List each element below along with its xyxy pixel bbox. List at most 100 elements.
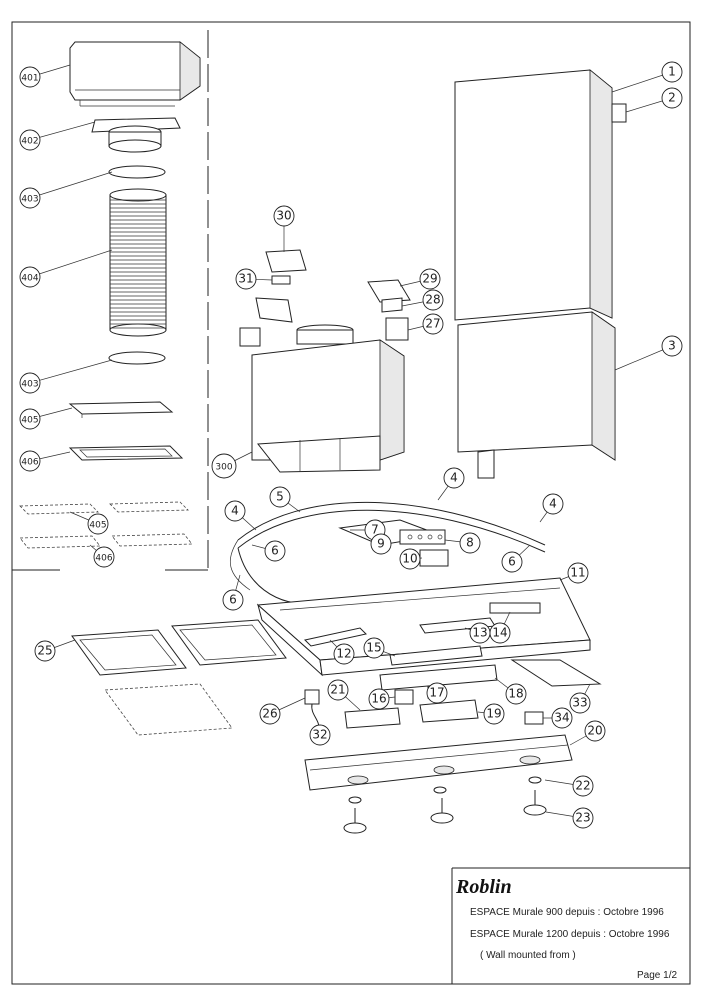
callout-label: 404: [21, 274, 38, 284]
callout-c17: 17: [426, 682, 448, 704]
part-300-motor-box: [251, 324, 405, 473]
part-left-bracket: [255, 297, 293, 323]
callout-label: 32: [312, 728, 327, 742]
part-405-filter: [68, 401, 174, 415]
callout-c15: 15: [363, 637, 396, 659]
callout-label: 21: [330, 683, 345, 697]
callout-c14: 14: [489, 611, 511, 644]
callout-c406: 406: [19, 450, 71, 472]
part-21-channel: [344, 707, 401, 729]
title-block: Roblin ESPACE Murale 900 depuis : Octobr…: [451, 867, 690, 984]
page-number: Page 1/2: [637, 970, 677, 981]
part-5-glass-canopy: [230, 501, 546, 604]
part-3-lower-chimney: [457, 311, 616, 479]
callout-label: 29: [422, 272, 437, 286]
part-25-grease-filters: [71, 619, 287, 736]
part-switch-small: [239, 327, 261, 347]
callout-label: 27: [425, 317, 440, 331]
callout-label: 4: [450, 471, 458, 485]
callout-c18: 18: [494, 677, 527, 705]
callout-c406b: 406: [89, 544, 115, 568]
callout-c19: 19: [477, 703, 505, 725]
callout-c20: 20: [569, 720, 606, 746]
callout-c4c: 4: [539, 493, 564, 523]
callout-label: 12: [336, 647, 351, 661]
part-31-connector: [271, 275, 291, 285]
part-22-lamp-socket: [348, 776, 542, 804]
callout-c405: 405: [19, 407, 73, 430]
callout-label: 9: [377, 537, 385, 551]
callout-label: 6: [271, 544, 279, 558]
part-8-control-block: [399, 529, 446, 545]
callout-c29: 29: [399, 268, 441, 290]
callout-label: 2: [668, 91, 676, 105]
part-1-upper-chimney: [454, 69, 627, 321]
callout-label: 4: [231, 504, 239, 518]
part-29-bracket: [367, 279, 411, 303]
part-404-flex-duct: [109, 188, 167, 337]
part-15-panel: [389, 645, 483, 666]
callout-c28: 28: [401, 289, 444, 311]
part-405-dashed-pair: [19, 501, 189, 515]
callout-c4a: 4: [224, 500, 257, 531]
part-28-plate: [381, 297, 403, 313]
part-30-bracket: [265, 249, 307, 273]
callout-label: 25: [37, 644, 52, 658]
part-20-front-panel: [304, 734, 573, 791]
callout-label: 10: [402, 552, 417, 566]
callout-label: 3: [668, 339, 676, 353]
callout-label: 30: [276, 209, 291, 223]
callout-c27: 27: [407, 313, 444, 335]
callout-c33: 33: [569, 683, 591, 714]
callout-label: 405: [21, 416, 38, 426]
part-403-clamp-bottom: [108, 351, 166, 365]
callout-label: 18: [508, 687, 523, 701]
callout-c300: 300: [211, 451, 253, 479]
callout-c22: 22: [544, 775, 594, 797]
part-10-switch: [419, 549, 449, 567]
brand-logo: Roblin: [455, 876, 512, 898]
callout-c404: 404: [19, 249, 113, 288]
callout-label: 33: [572, 696, 587, 710]
callout-label: 14: [492, 626, 507, 640]
part-33-rod: [510, 659, 602, 687]
callout-c6b: 6: [501, 544, 531, 573]
callout-c402: 402: [19, 121, 96, 151]
callout-c25: 25: [34, 639, 76, 662]
callout-label: 31: [238, 272, 253, 286]
callout-label: 23: [575, 811, 590, 825]
callout-label: 401: [21, 74, 38, 84]
callout-label: 403: [21, 380, 38, 390]
callout-c5: 5: [269, 486, 301, 513]
callout-label: 26: [262, 707, 277, 721]
callout-label: 6: [508, 555, 516, 569]
callout-label: 13: [472, 626, 487, 640]
callout-label: 34: [554, 711, 569, 725]
callout-label: 1: [668, 65, 676, 79]
callout-label: 406: [21, 458, 38, 468]
callout-c23: 23: [545, 807, 594, 829]
callout-c16: 16: [368, 688, 396, 710]
callout-c30: 30: [273, 205, 295, 252]
callout-c401: 401: [19, 64, 71, 88]
callout-c403a: 403: [19, 171, 113, 209]
callout-c13: 13: [464, 622, 491, 644]
part-14-light-bar: [489, 602, 541, 614]
part-23-lamp-knob: [343, 790, 547, 834]
callout-c1: 1: [611, 61, 683, 93]
callout-c26: 26: [259, 697, 306, 725]
part-16-box: [394, 689, 414, 705]
callout-c31: 31: [235, 268, 273, 290]
callout-c10: 10: [399, 548, 423, 570]
page-frame: [11, 21, 691, 985]
part-34-clip: [524, 711, 544, 725]
callout-c6c: 6: [222, 574, 244, 611]
title-line-1200: ESPACE Murale 1200 depuis : Octobre 1996: [470, 929, 670, 940]
part-401-housing: [69, 41, 201, 107]
callout-label: 20: [587, 724, 602, 738]
callout-label: 300: [215, 463, 232, 473]
callout-label: 22: [575, 779, 590, 793]
callout-label: 403: [21, 195, 38, 205]
callout-label: 16: [371, 692, 386, 706]
callout-label: 6: [229, 593, 237, 607]
